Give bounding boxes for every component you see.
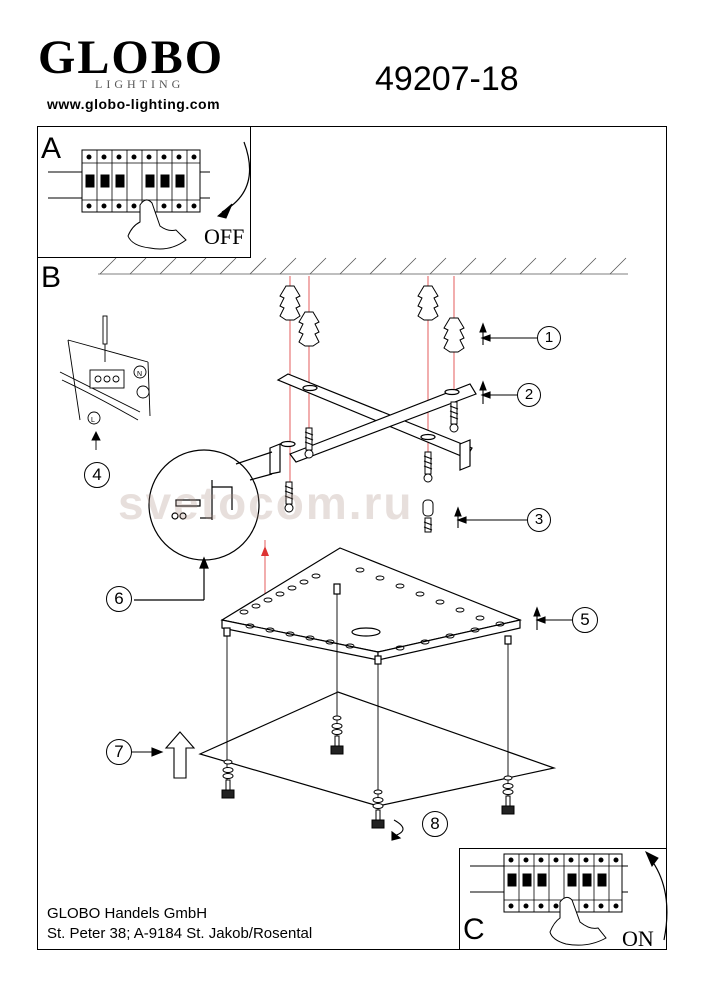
panel-c-letter: C [463, 913, 485, 946]
step-1-callout: 1 [537, 326, 561, 350]
step-5-callout: 5 [572, 607, 598, 633]
panel-a [37, 126, 251, 258]
step-7-callout: 7 [106, 739, 132, 765]
step-arrows [132, 322, 572, 841]
switch-on-label: ON [622, 926, 654, 951]
switch-off-label: OFF [204, 224, 245, 249]
step-2-callout: 2 [517, 383, 541, 407]
step-8-callout: 8 [422, 811, 448, 837]
screw [284, 401, 459, 533]
cross-bracket [269, 373, 477, 475]
brand-logo: GLOBO [38, 31, 225, 84]
company-street: St. Peter 38; A-9184 St. Jakob/Rosental [47, 925, 313, 942]
bracket-magnifier [134, 449, 273, 601]
fixing-bolt [221, 715, 515, 829]
watermark: svetocom.ru [118, 477, 414, 529]
neutral-label: N [137, 371, 142, 378]
panel-b-letter: B [41, 261, 62, 294]
website-url[interactable]: www.globo-lighting.com [47, 96, 221, 112]
ceiling-line [98, 257, 628, 275]
breaker-off-illustration [48, 141, 251, 250]
ceiling-canopy [220, 547, 523, 665]
step-6-callout: 6 [106, 586, 132, 612]
breaker-on-illustration [470, 850, 668, 946]
company-address: GLOBO Handels GmbH St. Peter 38; A-9184 … [47, 904, 312, 944]
wall-plug [279, 285, 465, 353]
terminal-block-detail [59, 315, 151, 450]
step-3-callout: 3 [527, 508, 551, 532]
model-number: 49207-18 [375, 60, 519, 98]
instruction-frame [37, 126, 667, 950]
brand-subtitle: LIGHTING [95, 77, 185, 91]
step-4-callout: 4 [84, 462, 110, 488]
live-label: L [91, 417, 95, 424]
red-arrow [261, 546, 269, 556]
panel-c [459, 848, 667, 950]
glass-plate [198, 691, 557, 807]
panel-a-letter: A [41, 132, 62, 165]
company-name: GLOBO Handels GmbH [47, 905, 208, 922]
